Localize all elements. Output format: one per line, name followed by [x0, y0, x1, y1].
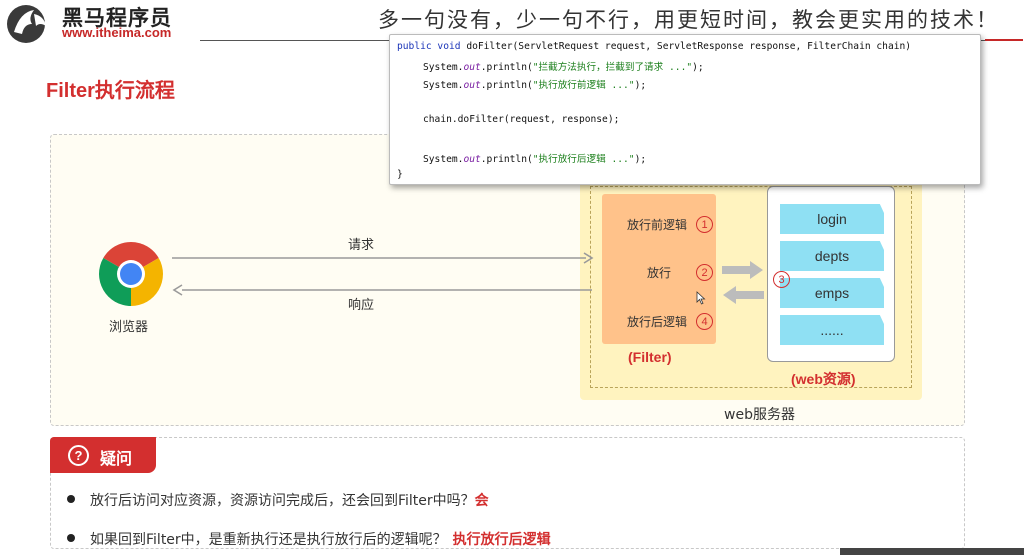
- question-mark-icon: ?: [68, 445, 89, 466]
- resource-emps: emps: [780, 278, 884, 308]
- slogan: 多一句没有，少一句不行，用更短时间，教会更实用的技术！: [378, 8, 999, 32]
- itheima-logo-icon: [7, 5, 46, 43]
- question-2-text: 如果回到Filter中，是重新执行还是执行放行后的逻辑呢？执行放行后逻辑: [90, 532, 551, 548]
- browser-label: 浏览器: [109, 320, 149, 335]
- question-2-answer: 执行放行后逻辑: [452, 532, 551, 548]
- chrome-browser-icon: [99, 242, 163, 306]
- response-label: 响应: [348, 298, 375, 313]
- code-line-after: System.out.println("执行放行后逻辑 ...");: [423, 154, 647, 165]
- filter-step-before-label: 放行前逻辑: [627, 218, 688, 232]
- code-line-before: System.out.println("执行放行前逻辑 ...");: [423, 80, 647, 91]
- resource-login: login: [780, 204, 884, 234]
- step-2-badge: 2: [696, 264, 713, 281]
- request-label: 请求: [348, 238, 375, 253]
- code-line-signature: public void doFilter(ServletRequest requ…: [397, 41, 912, 52]
- web-server-inner-frame: [590, 186, 912, 388]
- code-popup: public void doFilter(ServletRequest requ…: [389, 34, 981, 185]
- question-panel: [50, 437, 965, 549]
- step-4-badge: 4: [696, 313, 713, 330]
- filter-label: (Filter): [628, 349, 672, 365]
- question-1-answer: 会: [474, 493, 489, 509]
- code-line-chain: chain.doFilter(request, response);: [423, 114, 620, 125]
- code-line-intercept: System.out.println("拦截方法执行，拦截到了请求 ...");: [423, 62, 704, 73]
- filter-step-after-label: 放行后逻辑: [627, 315, 688, 329]
- question-title: 疑问: [100, 449, 133, 468]
- brand-url: www.itheima.com: [62, 25, 172, 40]
- video-progress-strip: [840, 548, 1024, 555]
- filter-resource-arrows: [722, 261, 764, 304]
- mouse-cursor-icon: [696, 291, 706, 305]
- web-server-label: web服务器: [724, 407, 795, 423]
- code-line-close: }: [397, 169, 403, 180]
- brand-name: 黑马程序员: [62, 6, 172, 30]
- step-1-badge: 1: [696, 216, 713, 233]
- section-title: Filter执行流程: [46, 80, 175, 102]
- header-accent-bar: [985, 39, 1023, 41]
- request-response-arrows: [172, 252, 594, 296]
- bullet-icon: [67, 534, 75, 542]
- bullet-icon: [67, 495, 75, 503]
- question-tag: [50, 437, 156, 473]
- resource-depts: depts: [780, 241, 884, 271]
- question-1-text: 放行后访问对应资源，资源访问完成后，还会回到Filter中吗？会: [90, 493, 489, 509]
- resource-more: ......: [780, 315, 884, 345]
- step-3-badge: 3: [773, 271, 790, 288]
- filter-step-pass-label: 放行: [647, 266, 672, 280]
- web-resources-label: (web资源): [791, 371, 856, 387]
